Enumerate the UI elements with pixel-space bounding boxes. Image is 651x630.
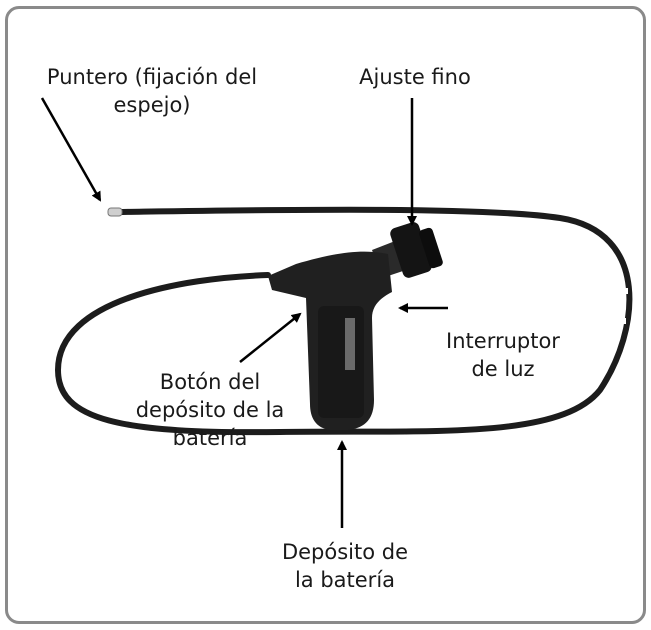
label-line: de luz xyxy=(471,357,535,381)
arrow-battery-button xyxy=(239,312,302,363)
label-line: Depósito de xyxy=(281,540,409,564)
label-mirror-tip: Puntero (fijación del espejo) xyxy=(26,63,278,119)
flexible-cable xyxy=(54,206,633,436)
label-line: depósito de la xyxy=(135,398,285,422)
label-line: espejo) xyxy=(113,93,191,117)
label-line: Botón del xyxy=(159,370,261,394)
mirror-tip xyxy=(107,207,123,217)
arrow-tip xyxy=(40,97,102,202)
label-light-switch: Interruptor de luz xyxy=(418,327,588,383)
label-line: la batería xyxy=(294,568,396,592)
label-fine-adjust: Ajuste fino xyxy=(330,63,500,91)
label-line: batería xyxy=(172,426,248,450)
cable-marks xyxy=(610,288,628,324)
label-line: Puntero (fijación del xyxy=(46,65,258,89)
label-line: Ajuste fino xyxy=(359,65,471,89)
handle xyxy=(268,251,392,430)
label-battery-button: Botón del depósito de la batería xyxy=(110,368,310,452)
label-battery-compartment: Depósito de la batería xyxy=(245,538,445,594)
label-line: Interruptor xyxy=(446,329,560,353)
